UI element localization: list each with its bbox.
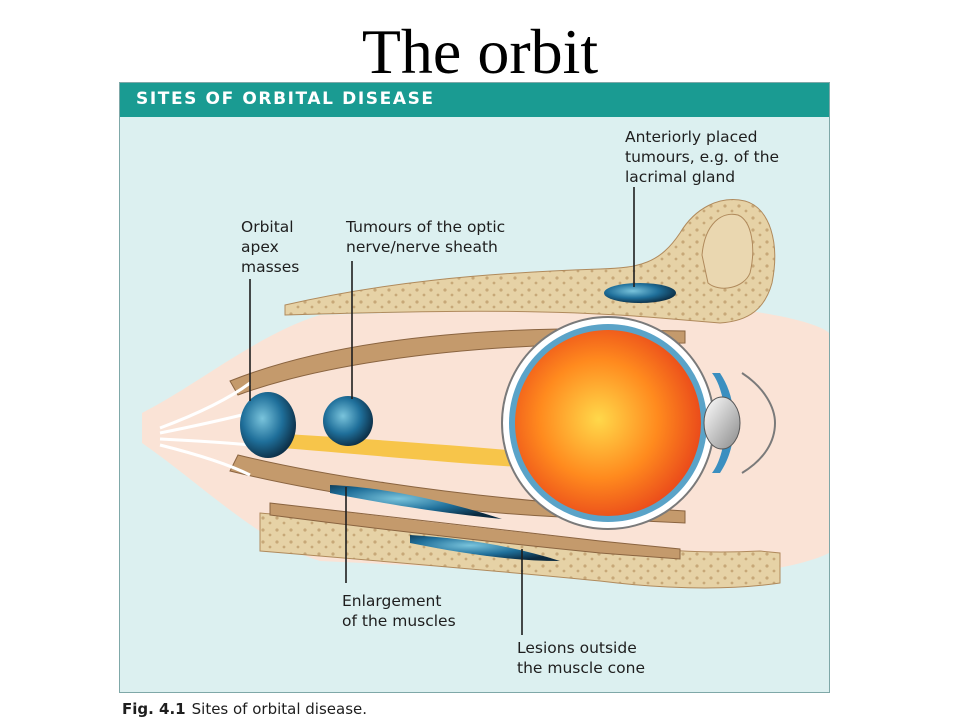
label-optic-nerve-tumours: Tumours of the optic nerve/nerve sheath — [346, 218, 506, 256]
orbit-diagram — [142, 187, 829, 635]
lacrimal-gland-tumour — [604, 283, 676, 303]
globe-vitreous — [515, 330, 701, 516]
optic-nerve-tumour — [323, 396, 373, 446]
label-muscle-enlargement: Enlargement of the muscles — [342, 592, 456, 630]
orbit-figure: SITES OF ORBITAL DISEASE — [119, 82, 830, 693]
orbital-apex-mass — [240, 392, 296, 458]
frontal-sinus — [701, 213, 754, 289]
figure-caption: Fig. 4.1 Sites of orbital disease. — [122, 700, 367, 718]
figure-banner: SITES OF ORBITAL DISEASE — [120, 83, 829, 117]
enlarged-muscle-lesion — [330, 485, 502, 519]
eye-lens — [703, 396, 741, 450]
caption-text: Sites of orbital disease. — [191, 700, 368, 718]
label-extraconal-lesions: Lesions outside the muscle cone — [517, 639, 646, 677]
label-orbital-apex: Orbital apex masses — [241, 218, 300, 276]
slide-title: The orbit — [361, 16, 599, 87]
leader-lines — [249, 187, 635, 635]
iris-ciliary — [712, 373, 734, 473]
caption-number: Fig. 4.1 — [122, 700, 186, 718]
cornea — [741, 372, 777, 474]
label-anterior-tumours: Anteriorly placed tumours, e.g. of the l… — [625, 128, 780, 186]
figure-banner-text: SITES OF ORBITAL DISEASE — [136, 89, 435, 109]
outer-muscle-band — [269, 502, 681, 560]
